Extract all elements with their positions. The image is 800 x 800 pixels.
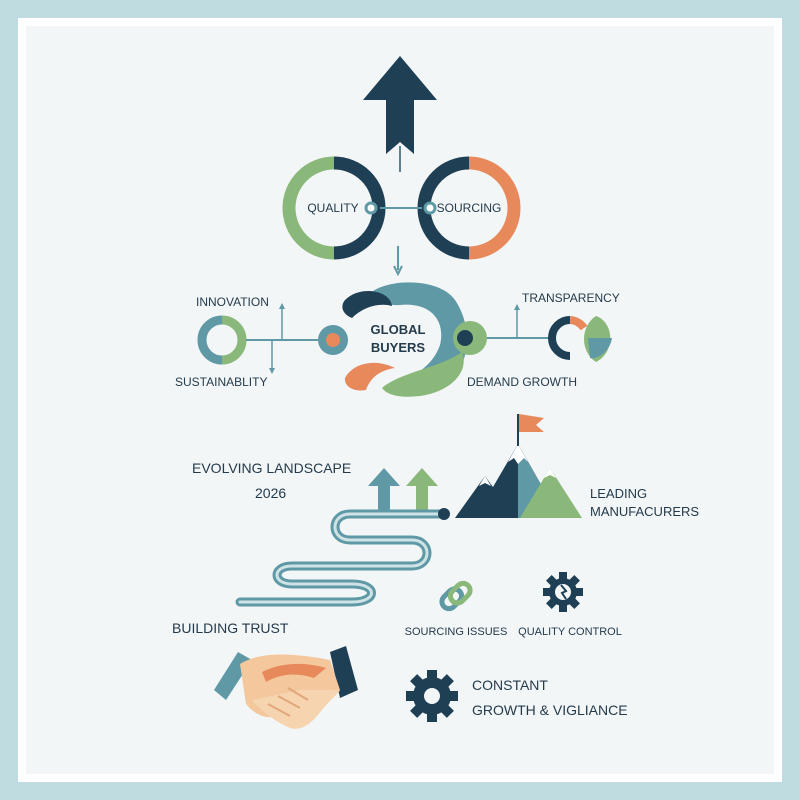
sourcing-issues-label: SOURCING ISSUES: [405, 626, 508, 638]
quality-control-label: QUALITY CONTROL: [518, 626, 622, 638]
growth-vigilance-label: GROWTH & VIGLIANCE: [472, 702, 628, 718]
road-end-dot: [438, 508, 450, 520]
demand-label: DEMAND GROWTH: [467, 375, 577, 389]
building-trust-label: BUILDING TRUST: [172, 620, 289, 636]
mountain-flag-icon: [455, 414, 582, 518]
gear-icon: [543, 572, 583, 612]
handshake-icon: [214, 646, 358, 729]
chain-link-icon: [439, 580, 473, 612]
sustainability-label: SUSTAINABLITY: [175, 375, 267, 389]
transparency-ring: [548, 316, 612, 362]
innovation-ring: [197, 315, 247, 365]
transparency-label: TRANSPARENCY: [522, 291, 620, 305]
quality-label: QUALITY: [307, 201, 358, 215]
left-connector: [246, 303, 348, 374]
right-connector: [487, 304, 556, 339]
year-label: 2026: [255, 485, 286, 501]
global-label: GLOBAL: [371, 322, 426, 337]
buyers-label: BUYERS: [371, 340, 426, 355]
innovation-label: INNOVATION: [196, 295, 269, 309]
ring-connector: [364, 201, 437, 215]
leading-label: LEADING: [590, 486, 647, 501]
growth-arrows: [368, 468, 438, 512]
global-buyers-swirl: [342, 282, 487, 397]
arrow-up-icon: [363, 56, 437, 277]
gear-icon: [406, 670, 458, 722]
constant-label: CONSTANT: [472, 677, 548, 693]
quality-ring: [282, 156, 386, 260]
evolving-label: EVOLVING LANDSCAPE: [192, 460, 351, 476]
sourcing-label: SOURCING: [437, 201, 502, 215]
manufacturers-label: MANUFACURERS: [590, 504, 699, 519]
